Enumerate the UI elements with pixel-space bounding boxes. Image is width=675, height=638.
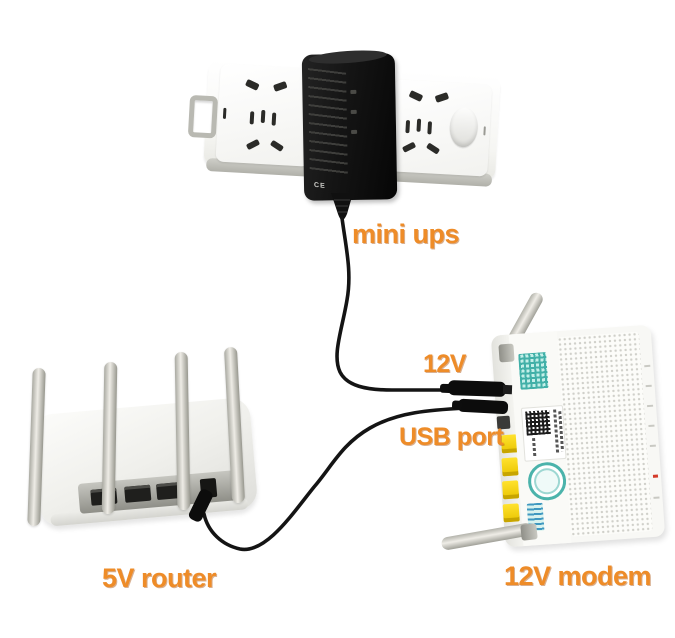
cable-ups-to-modem-12v <box>335 216 452 392</box>
modem-phone-port <box>496 415 511 430</box>
label-mini-ups: mini ups <box>352 219 460 249</box>
label-12v: 12V <box>423 350 466 378</box>
plug-usb <box>451 398 509 414</box>
plug-router-power <box>188 489 213 522</box>
plug-12v-barrel <box>439 380 513 397</box>
label-12v-modem: 12V modem <box>504 561 652 591</box>
strain-relief-ridges <box>334 199 350 213</box>
cable-modem-usb-to-router <box>202 406 468 552</box>
label-usb-port: USB port <box>399 423 504 451</box>
label-5v-router: 5V router <box>102 563 217 593</box>
